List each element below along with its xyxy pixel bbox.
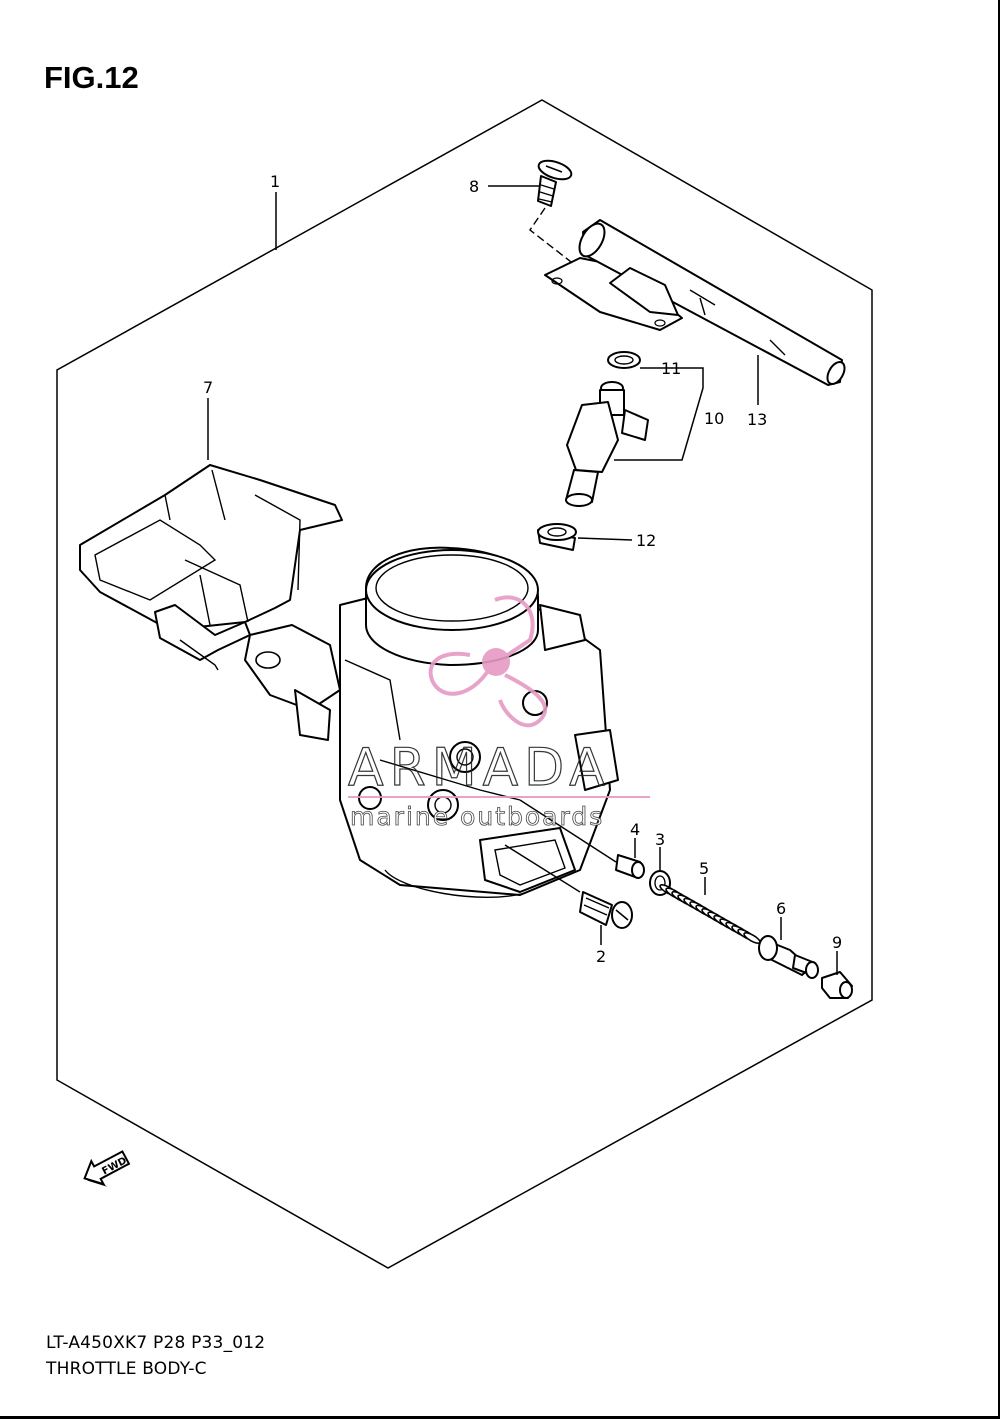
callout-1: 1 bbox=[270, 172, 280, 191]
callout-11: 11 bbox=[661, 359, 681, 378]
throttle-body bbox=[244, 546, 619, 898]
callout-2: 2 bbox=[596, 947, 606, 966]
fitting-part-6 bbox=[758, 935, 819, 979]
callout-10: 10 bbox=[704, 409, 724, 428]
figure-name: THROTTLE BODY-C bbox=[46, 1359, 207, 1379]
figure-title: FIG.12 bbox=[44, 60, 139, 95]
watermark: ARMADA marine outboards bbox=[347, 595, 650, 831]
callout-5: 5 bbox=[699, 859, 709, 878]
callout-9: 9 bbox=[832, 933, 842, 952]
cushion-seal-part-12 bbox=[537, 523, 577, 551]
screw-part-8 bbox=[537, 159, 573, 207]
fuel-delivery-pipe bbox=[544, 219, 846, 386]
spring-part-5 bbox=[659, 884, 761, 944]
callout-8: 8 bbox=[469, 177, 479, 196]
watermark-brand: ARMADA bbox=[348, 738, 611, 798]
callout-6: 6 bbox=[776, 899, 786, 918]
watermark-tagline: marine outboards bbox=[350, 802, 604, 831]
o-ring-part-11 bbox=[607, 351, 641, 369]
adjusting-screw-part-2 bbox=[579, 891, 633, 929]
callout-12: 12 bbox=[636, 531, 656, 550]
cover-bracket-part-7 bbox=[79, 464, 343, 671]
callout-labels: 1 2 3 4 5 6 7 8 9 10 11 12 13 bbox=[203, 172, 842, 966]
frame-bottom-border bbox=[0, 1416, 1000, 1419]
forward-direction-badge: FWD bbox=[83, 1150, 131, 1187]
figure-code: LT-A450XK7 P28 P33_012 bbox=[46, 1333, 266, 1353]
callout-4: 4 bbox=[630, 820, 640, 839]
callout-7: 7 bbox=[203, 378, 213, 397]
propeller-logo-icon bbox=[428, 595, 548, 728]
callout-leaders bbox=[207, 185, 838, 975]
cap-part-9 bbox=[821, 971, 853, 999]
fuel-injector-part-10 bbox=[565, 381, 649, 507]
assembly-boundary bbox=[56, 99, 873, 1269]
callout-3: 3 bbox=[655, 830, 665, 849]
spring-coil bbox=[743, 932, 761, 944]
frame-right-border bbox=[998, 0, 1000, 1419]
plug-part-4 bbox=[615, 854, 645, 879]
callout-13: 13 bbox=[747, 410, 767, 429]
